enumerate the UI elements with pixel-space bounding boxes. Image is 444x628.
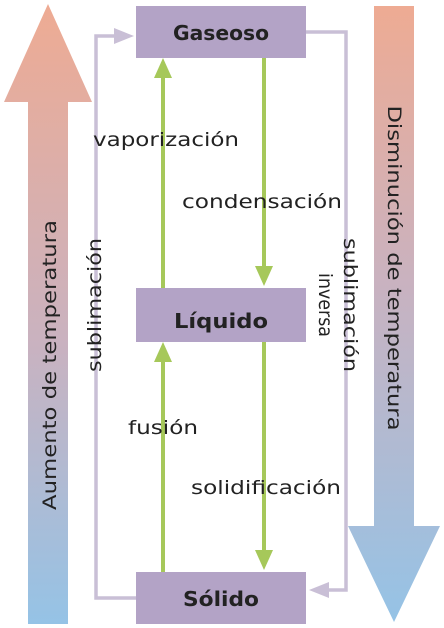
fusion-arrow xyxy=(154,342,172,572)
gas-state-box: Gaseoso xyxy=(136,6,306,58)
temperature-decrease-arrow xyxy=(348,6,440,622)
reverse-sublimation-label-line1: sublimación xyxy=(339,238,361,372)
liquid-state-box: Líquido xyxy=(136,288,306,342)
condensation-label: condensación xyxy=(182,191,342,213)
liquid-state-label: Líquido xyxy=(174,309,268,333)
temperature-increase-arrow xyxy=(4,4,92,624)
temperature-decrease-label: Disminución de temperatura xyxy=(383,106,405,431)
solidification-arrow xyxy=(255,342,273,570)
vaporization-arrow xyxy=(154,58,172,288)
gas-state-label: Gaseoso xyxy=(173,21,269,45)
vaporization-label: vaporización xyxy=(93,129,239,151)
solid-state-box: Sólido xyxy=(136,572,306,624)
sublimation-label: sublimación xyxy=(84,238,106,372)
solidification-label: solidificación xyxy=(191,477,341,499)
condensation-arrow xyxy=(255,58,273,286)
temperature-increase-label: Aumento de temperatura xyxy=(39,220,61,510)
sublimation-path xyxy=(94,28,136,600)
reverse-sublimation-label-line2: inversa xyxy=(314,273,336,337)
solid-state-label: Sólido xyxy=(183,587,259,611)
fusion-label: fusión xyxy=(128,417,198,439)
reverse-sublimation-path xyxy=(306,30,348,598)
